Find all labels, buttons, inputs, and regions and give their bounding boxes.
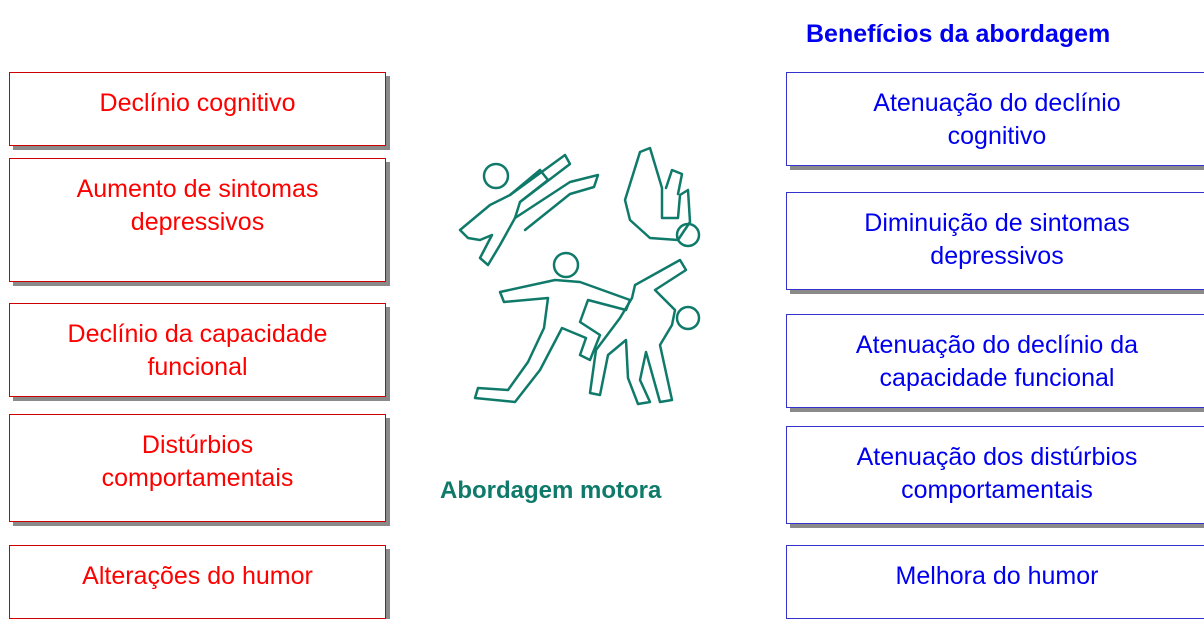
left-box-label: Aumento de sintomas depressivos (76, 175, 319, 236)
left-box-behavioral-disorders: Distúrbios comportamentais (9, 414, 386, 522)
right-box-label: Atenuação do declínio cognitivo (873, 89, 1121, 150)
right-box-functional-attenuation: Atenuação do declínio da capacidade func… (786, 314, 1204, 408)
left-box-label: Declínio da capacidade funcional (67, 320, 328, 381)
right-box-depressive-reduction: Diminuição de sintomas depressivos (786, 192, 1204, 290)
right-box-label: Melhora do humor (895, 562, 1099, 590)
left-box-functional-decline: Declínio da capacidade funcional (9, 303, 386, 397)
right-box-label: Diminuição de sintomas depressivos (864, 209, 1130, 270)
right-box-behavioral-attenuation: Atenuação dos distúrbios comportamentais (786, 426, 1204, 524)
left-box-depressive-symptoms: Aumento de sintomas depressivos (9, 158, 386, 282)
left-box-label: Alterações do humor (82, 562, 313, 590)
right-box-label: Atenuação do declínio da capacidade func… (855, 331, 1139, 392)
right-box-label: Atenuação dos distúrbios comportamentais (856, 443, 1138, 504)
left-box-label: Declínio cognitivo (99, 89, 296, 117)
center-label: Abordagem motora (440, 477, 662, 504)
left-box-cognitive-decline: Declínio cognitivo (9, 72, 386, 146)
exercising-figures-icon (440, 140, 720, 410)
left-box-label: Distúrbios comportamentais (101, 431, 294, 492)
right-box-mood-improvement: Melhora do humor (786, 545, 1204, 619)
left-box-mood-changes: Alterações do humor (9, 545, 386, 619)
benefits-heading: Benefícios da abordagem (806, 20, 1111, 48)
right-box-cognitive-attenuation: Atenuação do declínio cognitivo (786, 72, 1204, 166)
